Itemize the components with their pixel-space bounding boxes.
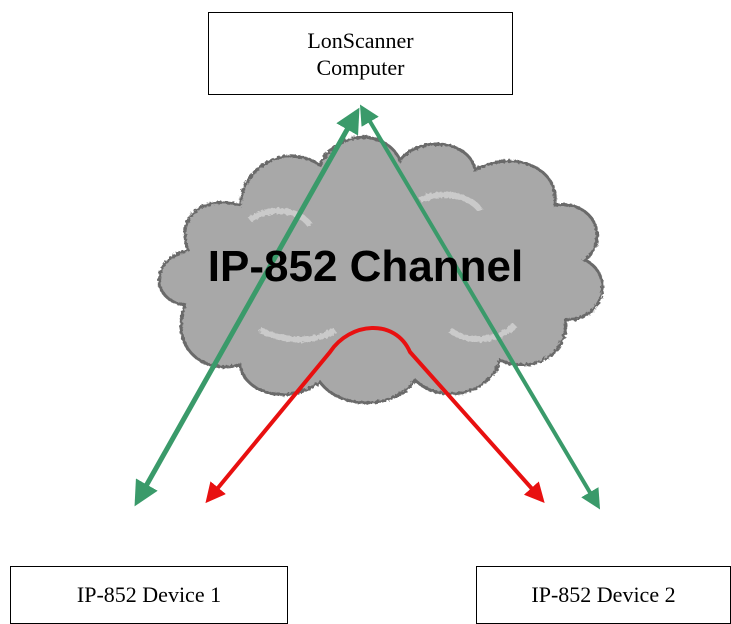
- computer-label-line1: LonScanner: [307, 27, 414, 53]
- device1-label: IP-852 Device 1: [76, 582, 222, 607]
- cloud-shape: [157, 135, 604, 405]
- computer-label-line2: Computer: [316, 54, 405, 80]
- arrow-computer-device2: [359, 104, 601, 510]
- device2-box: IP-852 Device 2: [476, 566, 731, 624]
- device1-box: IP-852 Device 1: [10, 566, 288, 624]
- arrow-computer-device1: [134, 107, 360, 507]
- lonscanner-computer-box: LonScanner Computer: [208, 12, 513, 95]
- arrow-device1-device2: [205, 326, 545, 504]
- network-diagram: [134, 104, 604, 510]
- device2-label: IP-852 Device 2: [531, 582, 676, 607]
